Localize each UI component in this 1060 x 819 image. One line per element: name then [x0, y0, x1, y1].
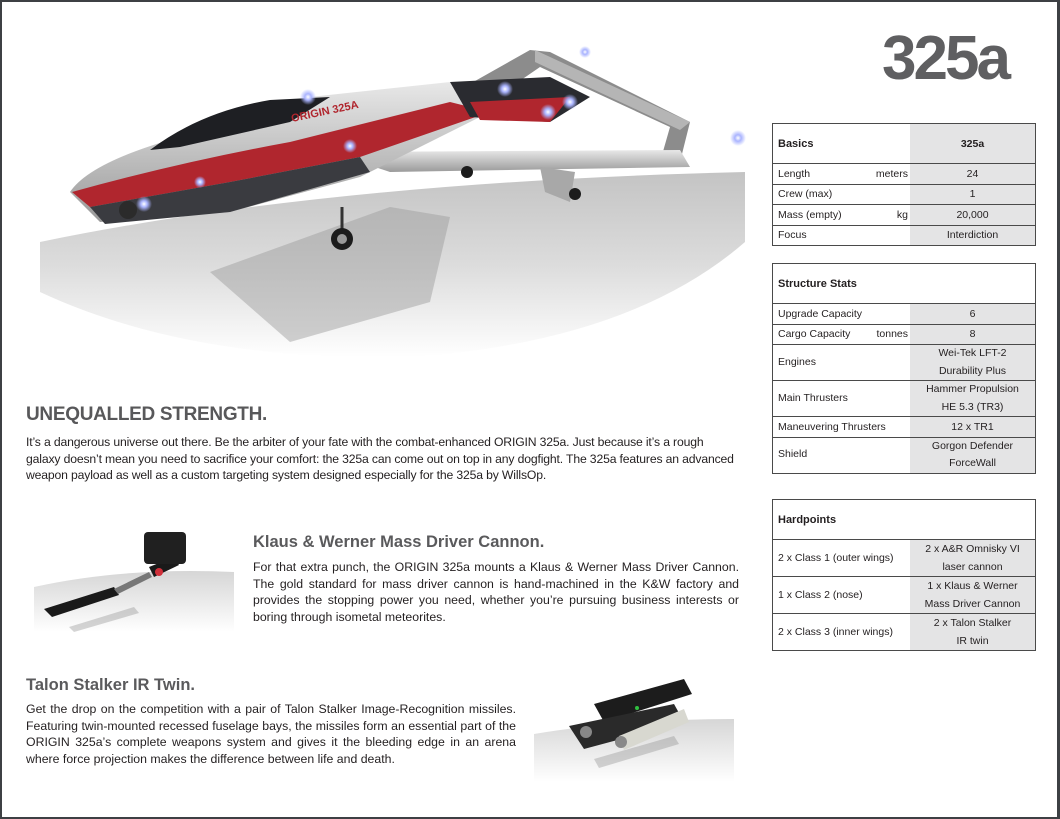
row-unit: kg	[896, 208, 908, 221]
ship-hero-image: ORIGIN 325A	[40, 46, 746, 358]
row-label: Engines	[778, 355, 816, 368]
intro-paragraph: It’s a dangerous universe out there. Be …	[26, 435, 734, 482]
table-row: Length meters 24	[772, 163, 1036, 184]
weapon-kw-title: Klaus & Werner Mass Driver Cannon.	[253, 533, 545, 551]
row-label: Maneuvering Thrusters	[778, 420, 886, 433]
weapon-ts-body: Get the drop on the competition with a p…	[26, 702, 516, 766]
row-value: 12 x TR1	[910, 416, 1036, 437]
structure-stats-table: Structure Stats Upgrade Capacity 6 Cargo…	[772, 263, 1036, 474]
row-value: 8	[910, 323, 1036, 345]
basics-header: Basics	[772, 123, 910, 164]
table-row: 2 x Class 3 (inner wings) 2 x Talon Stal…	[772, 613, 1036, 651]
basics-header-value: 325a	[910, 123, 1036, 164]
weapon-kw-body: For that extra punch, the ORIGIN 325a mo…	[253, 560, 739, 624]
table-row: 2 x Class 1 (outer wings) 2 x A&R Omnisk…	[772, 539, 1036, 577]
table-row: Maneuvering Thrusters 12 x TR1	[772, 416, 1036, 437]
row-unit: meters	[875, 167, 908, 180]
hardpoints-header: Hardpoints	[772, 499, 910, 540]
row-value: Interdiction	[910, 224, 1036, 246]
row-label: 2 x Class 3 (inner wings)	[778, 626, 893, 638]
table-row: Focus Interdiction	[772, 224, 1036, 246]
row-value: 20,000	[910, 204, 1036, 225]
row-label: 2 x Class 1 (outer wings)	[778, 552, 894, 564]
section-headline: UNEQUALLED STRENGTH.	[26, 404, 268, 425]
row-label: Main Thrusters	[778, 391, 848, 404]
hardpoints-table: Hardpoints 2 x Class 1 (outer wings) 2 x…	[772, 499, 1036, 651]
table-row: Crew (max) 1	[772, 183, 1036, 205]
row-label: Cargo Capacity	[778, 328, 851, 341]
row-label: Crew (max)	[778, 188, 833, 201]
row-value: 6	[910, 303, 1036, 324]
weapon-ts-title: Talon Stalker IR Twin.	[26, 676, 195, 694]
mass-driver-cannon-image	[34, 532, 234, 632]
table-row: Cargo Capacity tonnes 8	[772, 323, 1036, 345]
table-row: Mass (empty) kg 20,000	[772, 204, 1036, 225]
row-label: Length	[778, 167, 811, 180]
row-unit: tonnes	[876, 328, 908, 341]
row-label: Shield	[778, 448, 808, 461]
row-label: Focus	[778, 229, 807, 242]
structure-header: Structure Stats	[772, 263, 910, 304]
row-value: 1	[910, 183, 1036, 205]
basics-table: Basics 325a Length meters 24 Crew (max) 1…	[772, 123, 1036, 246]
table-row: Upgrade Capacity 6	[772, 303, 1036, 324]
row-value: 24	[910, 163, 1036, 184]
row-label: Upgrade Capacity	[778, 307, 863, 320]
row-label: 1 x Class 2 (nose)	[778, 589, 863, 601]
model-title: 325a	[882, 24, 1011, 93]
talon-stalker-image	[534, 679, 734, 782]
row-label: Mass (empty)	[778, 208, 842, 221]
